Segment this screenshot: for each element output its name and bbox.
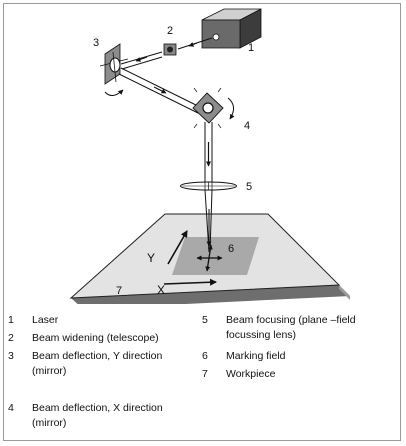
y-direction-arrow xyxy=(167,230,188,265)
focused-beam xyxy=(204,189,213,253)
legend-number: 1 xyxy=(8,314,14,326)
laser-marking-diagram: Y X 1 2 3 4 5 6 7 xyxy=(69,8,350,304)
legend-text: Beam focusing (plane –field focussing le… xyxy=(226,314,356,341)
legend-number: 5 xyxy=(202,314,208,326)
telescope xyxy=(163,43,177,56)
callout-3: 3 xyxy=(93,37,99,49)
x-mirror xyxy=(192,87,235,129)
y-axis-label: Y xyxy=(147,251,155,265)
callout-1: 1 xyxy=(248,42,254,54)
legend-text: Marking field xyxy=(226,350,286,362)
y-mirror xyxy=(99,43,129,96)
beam-x-mirror-to-lens xyxy=(204,122,213,182)
marking-field xyxy=(172,237,259,275)
callout-7: 7 xyxy=(116,285,122,297)
legend-text: Workpiece xyxy=(226,368,276,380)
beam-laser-to-y-mirror xyxy=(120,37,213,70)
legend-number: 3 xyxy=(8,350,14,362)
legend-number: 7 xyxy=(202,368,208,380)
legend-text: Beam widening (telescope) xyxy=(32,332,159,344)
callout-5: 5 xyxy=(246,181,252,193)
legend-number: 4 xyxy=(8,402,14,414)
marking-arrows xyxy=(196,244,223,272)
legend-text: Beam deflection, X direction (mirror) xyxy=(32,402,163,429)
focusing-lens xyxy=(180,181,237,191)
figure-frame: Y X 1 2 3 4 5 6 7 1 Laser 2 Beam widenin… xyxy=(3,3,401,441)
legend-text: Beam deflection, Y direction (mirror) xyxy=(32,350,163,377)
callout-6: 6 xyxy=(228,243,234,255)
x-direction-arrow xyxy=(163,278,217,286)
laser xyxy=(201,8,262,49)
callout-2: 2 xyxy=(167,25,173,37)
legend-number: 2 xyxy=(8,332,14,344)
legend-number: 6 xyxy=(202,350,208,362)
legend-text: Laser xyxy=(32,314,59,326)
legend: 1 Laser 2 Beam widening (telescope) 3 Be… xyxy=(4,309,402,439)
callout-4: 4 xyxy=(244,120,250,132)
x-axis-label: X xyxy=(157,283,165,297)
beam-y-to-x-mirror xyxy=(118,67,201,114)
